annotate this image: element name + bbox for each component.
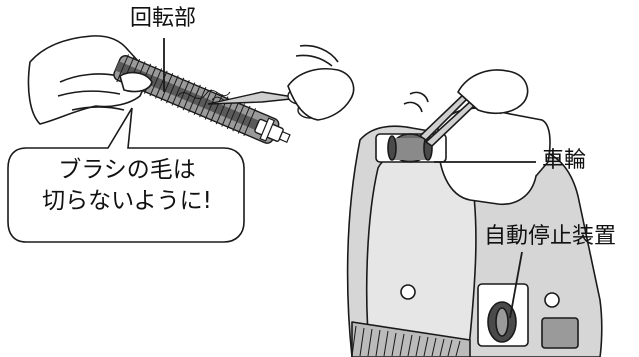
callout-line-2: 切らないように! bbox=[42, 188, 212, 214]
autostop-leader-line bbox=[509, 251, 523, 319]
tweezer-hand bbox=[403, 69, 529, 115]
brush-roll bbox=[113, 54, 291, 144]
nozzle-bristles bbox=[351, 325, 461, 357]
callout-text: ブラシの毛は 切らないように! bbox=[14, 155, 240, 217]
callout-line-1: ブラシの毛は bbox=[58, 157, 196, 183]
nozzle-illustration bbox=[346, 107, 603, 357]
thumb bbox=[119, 71, 153, 93]
label-auto-stop: 自動停止装置 bbox=[484, 224, 617, 249]
callout-bubble bbox=[7, 107, 245, 243]
left-hand-illustration bbox=[27, 35, 151, 125]
label-rotor: 回転部 bbox=[130, 6, 197, 31]
right-hand-illustration bbox=[287, 44, 355, 121]
label-wheel: 車輪 bbox=[542, 148, 587, 173]
